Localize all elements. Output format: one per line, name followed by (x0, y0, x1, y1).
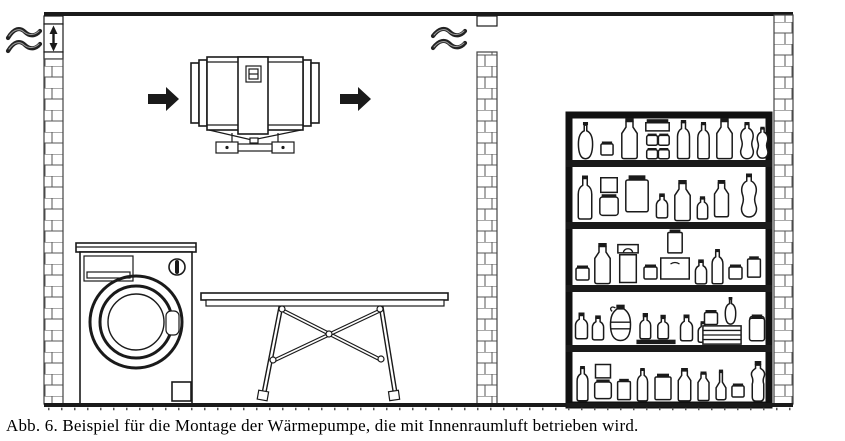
shelf-item (654, 373, 672, 401)
shelf-item (660, 257, 690, 280)
shelf-item (593, 363, 613, 400)
airflow-arrow-outlet (340, 87, 371, 111)
wall-stub (476, 15, 498, 27)
shelf-board-4 (566, 345, 772, 352)
floor (44, 403, 793, 411)
table-bolt-d (377, 355, 385, 363)
shelf-item (643, 263, 658, 280)
shelf-item (702, 325, 742, 345)
table-bolt-c (269, 356, 277, 364)
wall-top-segment (43, 15, 64, 25)
airflow-arrow-inlet (148, 87, 179, 111)
table-brace-2-inner (272, 310, 380, 362)
duct-flange-left-outer (190, 62, 200, 124)
shelf-board-2 (566, 222, 772, 229)
installation-diagram (5, 12, 794, 411)
table-bolt-e (325, 330, 333, 338)
brick-wall (476, 51, 498, 405)
mount-bolts (231, 133, 279, 142)
filter-hatch (171, 381, 192, 402)
table-top (200, 292, 449, 301)
table-brace-1-inner (283, 310, 382, 361)
shelf-board-1 (566, 160, 772, 167)
ceiling (44, 12, 793, 16)
shelf-item (645, 118, 670, 160)
shelf-item (600, 140, 614, 156)
shelf-item (748, 313, 766, 342)
shelf-item (731, 382, 745, 398)
exterior-wall-left (43, 15, 64, 405)
shelf-item (728, 263, 743, 280)
brick-wall (43, 58, 64, 405)
table-leg-left-inner (261, 305, 283, 399)
shelf-item (617, 243, 639, 284)
shelf-item (746, 255, 762, 278)
door-handle (165, 310, 180, 336)
washing-machine (75, 242, 197, 405)
exterior-wall-right (773, 14, 794, 405)
shelf-item (667, 229, 683, 254)
table-leg-right-inner (379, 305, 398, 399)
door-outer-ring (88, 274, 184, 370)
table-foot-left (256, 389, 270, 402)
interior-wall (476, 15, 498, 405)
duct-flange-right-inner (302, 59, 312, 127)
mount-screw-right (281, 145, 285, 150)
unit-drain (249, 137, 259, 144)
figure-caption: Abb. 6. Beispiel für die Montage der Wär… (6, 416, 639, 435)
table-top-under (205, 299, 445, 307)
table-foot-right (387, 389, 401, 402)
mount-screw-left (225, 145, 229, 150)
duct-flange-left-inner (198, 59, 208, 127)
table-bolt-a (278, 305, 286, 313)
transfer-air-icon (430, 26, 468, 51)
mount-rail (237, 143, 273, 152)
heat-pump-unit (190, 56, 320, 154)
shelf-item (624, 174, 650, 213)
door-glass (107, 293, 165, 351)
shelf-item (575, 264, 590, 281)
storage-shelf (565, 111, 773, 409)
vent-sill (43, 51, 64, 60)
shelf-item (598, 176, 620, 217)
outside-air-icon (5, 26, 43, 54)
shelf-item (704, 310, 718, 325)
folding-table (200, 292, 449, 402)
program-knob-slot (175, 260, 179, 274)
vent-arrow-icon (49, 25, 58, 52)
shelf-board-3 (566, 285, 772, 292)
table-bolt-b (376, 305, 384, 313)
shelf-item (617, 378, 631, 401)
duct-flange-right-outer (310, 62, 320, 124)
